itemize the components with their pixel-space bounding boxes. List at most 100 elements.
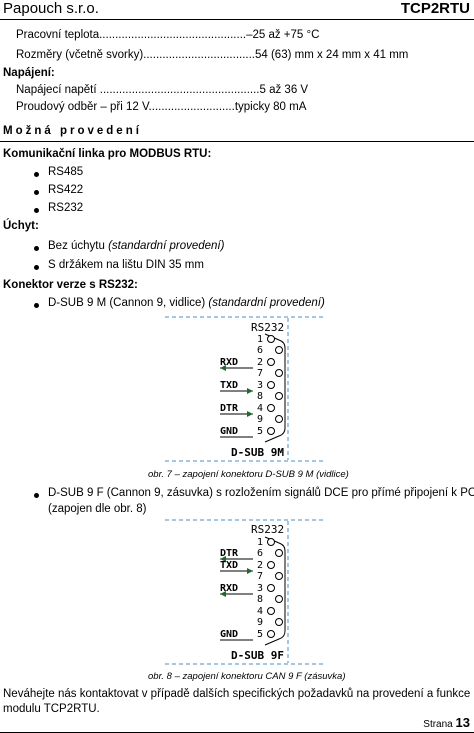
fig8-shell [264,536,286,646]
fig8-pin [267,630,275,638]
fig8-dtr-label: DTR [220,548,239,559]
spec-current: Proudový odběr – při 12 V...............… [16,101,307,113]
connector-item-1-plain: D-SUB 9 M (Cannon 9, vidlice) [48,297,209,309]
fig8-pin [275,618,283,626]
page-label: Strana [423,719,456,730]
spec-temperature: Pracovní teplota........................… [16,29,320,41]
fig8-pin-label: 4 [257,606,263,617]
fig8-title: RS232 [251,523,284,536]
section-title: Možná provedení [3,125,142,137]
fig8-pins: 1 6 2 7 3 8 4 9 5 [257,537,283,640]
mount-item-2: S držákem na lištu DIN 35 mm [48,259,204,271]
fig7-gnd-label: GND [220,426,238,437]
comm-item: RS422 [48,184,84,196]
fig8-pin-label: 6 [257,548,263,559]
comm-item: RS485 [48,166,84,178]
fig7-rxd-label: RXD [220,357,238,368]
fig8-pin [275,572,283,580]
bullet [34,493,39,498]
page-footer: Strana 13 [423,715,470,730]
fig7-pin-label: 4 [257,403,263,414]
bullet [34,190,39,195]
fig7-pin-label: 5 [257,426,263,437]
comm-title: Komunikační linka pro MODBUS RTU: [3,148,212,160]
connector-item-1: D-SUB 9 M (Cannon 9, vidlice) (standardn… [48,297,325,309]
fig7-shell [264,333,286,443]
fig8-pin [267,538,275,546]
fig7-rxd-arrow [220,365,226,371]
fig8-pin-label: 1 [257,537,263,548]
page-number: 13 [455,715,470,730]
fig8-diagram: RS232 1 6 2 7 3 8 4 9 5 DTR TXD RXD GND … [165,519,325,665]
fig7-pin-label: 2 [257,357,263,368]
fig7-pin [267,358,275,366]
fig7-pin [275,346,283,354]
fig8-txd-label: TXD [220,560,238,571]
fig7-pin [275,415,283,423]
fig7-footer: D-SUB 9M [231,446,284,459]
fig8-footer: D-SUB 9F [231,649,284,662]
fig8-pin-label: 9 [257,617,263,628]
header-rule [0,19,474,20]
closing-line-2: modulu TCP2RTU. [3,703,100,715]
bullet [34,208,39,213]
fig7-pin-label: 6 [257,345,263,356]
spec-dimensions: Rozměry (včetně svorky).................… [16,49,409,61]
fig7-dtr-arrow [247,411,253,417]
bullet [34,172,39,177]
fig8-pin [267,561,275,569]
fig7-pin-label: 1 [257,334,263,345]
bullet [34,303,39,308]
fig7-pin [275,392,283,400]
bullet [34,246,39,251]
mount-item-1-italic: (standardní provedení) [108,240,225,252]
fig8-pin-label: 8 [257,594,263,605]
fig7-pin-label: 9 [257,414,263,425]
fig7-diagram: RS232 1 6 2 7 3 8 4 9 5 RXD TXD DTR GND … [165,316,325,462]
fig8-pin [267,607,275,615]
fig8-pin-label: 5 [257,629,263,640]
fig8-dtr-arrow [220,556,226,562]
fig7-pin [275,369,283,377]
product-name: TCP2RTU [400,0,470,17]
company-name: Papouch s.r.o. [3,0,99,17]
fig8-pin [267,584,275,592]
connector-item-2-line-2: (zapojen dle obr. 8) [48,503,147,515]
fig7-pin-label: 7 [257,368,263,379]
connector-title: Konektor verze s RS232: [3,279,138,291]
fig7-txd-label: TXD [220,380,238,391]
fig7-pin [267,381,275,389]
fig8-pin [275,595,283,603]
fig8-rxd-arrow [220,591,226,597]
fig7-pin-label: 8 [257,391,263,402]
fig7-pin [267,335,275,343]
mount-item-1: Bez úchytu (standardní provedení) [48,240,224,252]
fig8-rxd-label: RXD [220,583,238,594]
fig7-title: RS232 [251,321,284,334]
fig7-pins: 1 6 2 7 3 8 4 9 5 [257,334,283,437]
spec-voltage: Napájecí napětí ........................… [16,84,309,96]
fig8-signals: DTR TXD RXD GND [220,548,253,641]
fig8-pin-label: 2 [257,560,263,571]
closing-line-1: Neváhejte nás kontaktovat v případě dalš… [3,688,471,700]
fig8-pin-label: 7 [257,571,263,582]
fig7-dtr-label: DTR [220,403,239,414]
fig7-caption: obr. 7 – zapojení konektoru D-SUB 9 M (v… [148,469,349,480]
power-title: Napájení: [3,67,55,79]
fig8-caption: obr. 8 – zapojení konektoru CAN 9 F (zás… [148,671,346,682]
fig8-pin-label: 3 [257,583,263,594]
fig7-pin [267,404,275,412]
fig7-pin-label: 3 [257,380,263,391]
fig7-signals: RXD TXD DTR GND [220,357,253,438]
fig8-txd-arrow [247,568,253,574]
mount-item-1-plain: Bez úchytu [48,240,109,252]
section-rule [0,141,474,142]
mount-title: Úchyt: [3,220,39,232]
fig7-txd-arrow [247,388,253,394]
fig8-pin [275,549,283,557]
page-header: Papouch s.r.o. TCP2RTU [0,0,474,20]
connector-item-2-line-1: D-SUB 9 F (Cannon 9, zásuvka) s rozložen… [48,487,474,499]
fig7-pin [267,427,275,435]
fig8-gnd-label: GND [220,629,238,640]
connector-item-1-italic: (standardní provedení) [208,297,325,309]
